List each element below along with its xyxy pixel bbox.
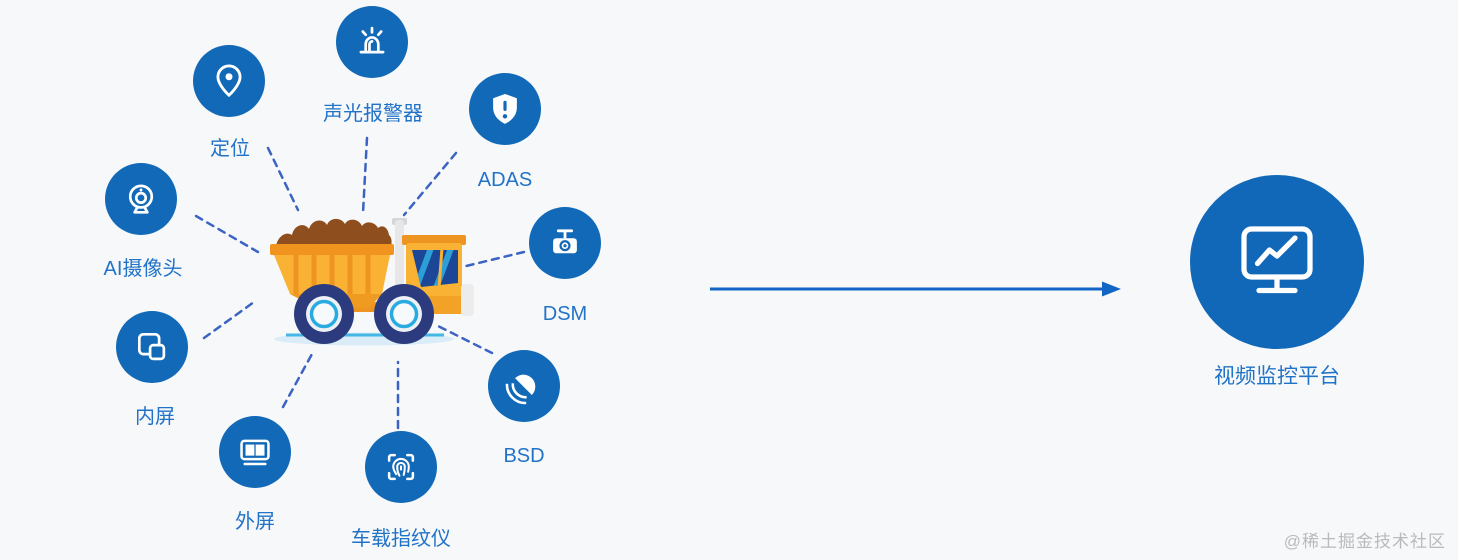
device-node-fingerprint (365, 431, 437, 503)
device-label-fingerprint: 车载指纹仪 (351, 528, 451, 550)
truck-wheel (374, 284, 434, 344)
device-label-bsd: BSD (503, 445, 545, 467)
device-label-adas: ADAS (477, 169, 533, 191)
device-node-adas (469, 73, 541, 145)
dashed-connector-ai-camera (194, 214, 260, 254)
device-node-outer-screen (219, 416, 291, 488)
fingerprint-scan-icon (387, 453, 415, 481)
watermark: @稀土掘金技术社区 (1283, 532, 1446, 551)
siren-icon (359, 26, 385, 54)
map-pin-icon (216, 64, 242, 98)
dashed-connector-dsm (456, 250, 526, 270)
device-label-sound-light-alarm: 声光报警器 (323, 103, 423, 125)
dashed-connector-alarm (361, 136, 369, 215)
dashed-connector-inner-screen (202, 300, 256, 340)
device-node-sound-light-alarm (336, 6, 408, 78)
radar-dome-icon (505, 374, 536, 405)
dual-screen-icon (137, 332, 166, 361)
flow-arrow (710, 281, 1121, 297)
split-screen-icon (240, 439, 270, 466)
truck-wheel (294, 284, 354, 344)
device-label-outer-screen: 外屏 (235, 511, 275, 533)
device-node-positioning (193, 45, 265, 117)
shield-alert-icon (493, 93, 517, 124)
webcam-icon (128, 184, 154, 214)
platform-label: 视频监控平台 (1214, 365, 1340, 388)
device-node-dsm (529, 207, 601, 279)
platform-node-video-monitoring (1190, 175, 1364, 349)
device-label-ai-camera: AI摄像头 (103, 258, 183, 280)
device-label-inner-screen: 内屏 (135, 406, 175, 428)
device-label-dsm: DSM (542, 303, 588, 325)
device-node-inner-screen (116, 311, 188, 383)
dashcam-icon (553, 229, 577, 254)
dashed-connector-bsd (436, 324, 494, 355)
monitor-trend-icon (1241, 226, 1313, 294)
dashed-connector-outer-screen (281, 352, 314, 409)
arrowhead-icon (1102, 281, 1121, 297)
dump-truck-illustration (270, 218, 474, 346)
device-node-bsd (488, 350, 560, 422)
device-node-ai-camera (105, 163, 177, 235)
device-label-positioning: 定位 (210, 138, 250, 160)
